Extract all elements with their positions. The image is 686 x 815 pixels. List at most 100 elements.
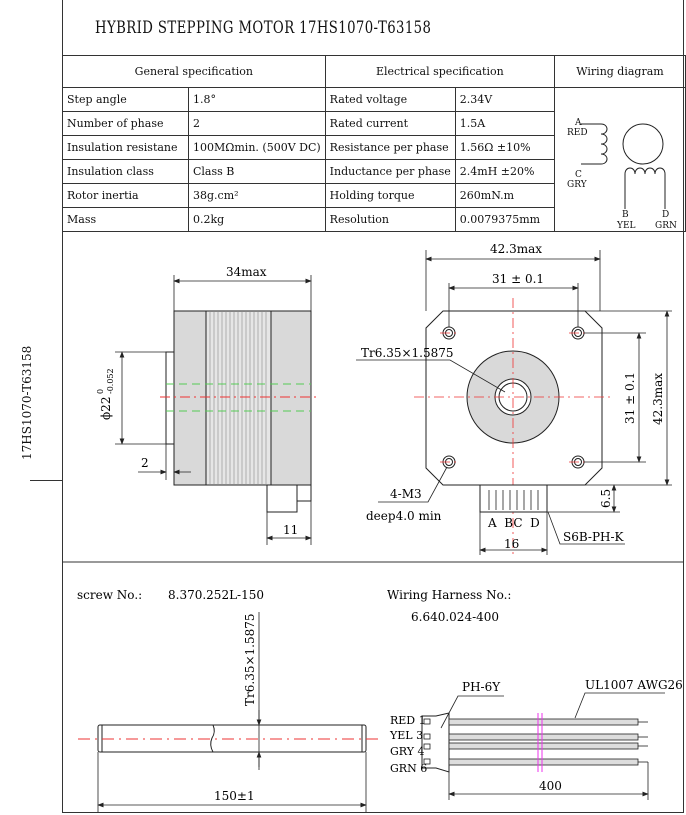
dimension-label: GRN (655, 221, 677, 231)
thread-label: Tr6.35×1.5875 (361, 346, 454, 360)
drawing-line (423, 718, 431, 725)
spec-label: Insulation class (62, 159, 189, 184)
drawing-line (296, 484, 312, 502)
general-spec-header: General specification (62, 55, 326, 88)
screw-drawing: screw No.: 8.370.252L-150 Tr6.35×1.5875 … (77, 588, 378, 812)
spec-label: Resolution (324, 207, 456, 232)
wire-label: GRN 6 (390, 762, 427, 775)
hole-spacing-v-label: 31 ± 0.1 (623, 372, 637, 424)
tolerance-upper: 0 (96, 389, 105, 394)
drawing-line (378, 466, 448, 503)
connector-dim-label: 11 (283, 523, 298, 537)
drawing-frame (62, 0, 684, 813)
motor-stator (205, 310, 272, 486)
screw-length-label: 150±1 (214, 789, 255, 803)
front-view: 42.3max 31 ± 0.1 31 ± 0.1 42.3max Tr6.35… (356, 242, 672, 555)
harness-number: 6.640.024-400 (411, 610, 499, 624)
pins-label: A BC D (487, 516, 540, 530)
spec-value: 100MΩmin. (500V DC) (188, 135, 326, 160)
drawing-line (210, 724, 215, 753)
drawing-line (448, 718, 639, 726)
dimension-label: RED (567, 128, 588, 138)
spec-label: Rotor inertia (62, 183, 189, 208)
spec-table: General specification Electrical specifi… (62, 55, 686, 232)
connector-pins (488, 490, 539, 510)
connector-type-label: S6B-PH-K (563, 530, 625, 544)
drawing-line (115, 275, 312, 545)
spec-label: Rated current (324, 111, 456, 136)
drawing-line (574, 692, 665, 719)
drawing-line (448, 733, 639, 741)
drawing-line (440, 695, 504, 729)
dimension-label: D (662, 210, 669, 220)
drawing-line: A RED C GRY B YEL D GRN (567, 118, 677, 231)
spec-label: Holding torque (324, 183, 456, 208)
drawing-line (547, 511, 625, 545)
boss-dim-label: 2 (141, 456, 149, 470)
dimension-label: YEL (616, 221, 636, 231)
wire-label: YEL 3 (389, 729, 423, 742)
drawing-line (97, 612, 367, 812)
drawing-line (448, 758, 639, 766)
drawing-title: HYBRID STEPPING MOTOR 17HS1070-T63158 (95, 18, 432, 38)
margin-tick (30, 480, 62, 481)
spec-label: Rated voltage (324, 87, 456, 112)
hole-spacing-label: 31 ± 0.1 (492, 272, 544, 286)
wires (448, 718, 639, 766)
wire-label: RED 1 (390, 714, 426, 727)
dimension-label: C (575, 170, 582, 180)
drawing-line (638, 721, 648, 763)
drawing-line (440, 692, 665, 800)
spec-label: Mass (62, 207, 189, 232)
wiring-diagram-header: Wiring diagram (554, 55, 686, 88)
diameter-dim-label: ϕ22 (99, 397, 113, 420)
spec-label: Number of phase (62, 111, 189, 136)
side-view: 34max ϕ22 0 -0.052 2 11 (96, 265, 318, 545)
side-margin: 17HS1070-T63158 (0, 0, 62, 815)
side-connector (266, 484, 298, 513)
coil-a-c-icon (581, 123, 608, 164)
harness-label: Wiring Harness No.: (387, 588, 511, 602)
stator-ribs (209, 311, 267, 485)
hole-depth-label: deep4.0 min (366, 509, 442, 523)
drawing-line (356, 359, 506, 393)
electrical-spec-header: Electrical specification (324, 55, 556, 88)
dimension-label: A (574, 118, 582, 128)
drawing-line (356, 250, 672, 555)
length-dim-label: 34max (226, 265, 267, 279)
cable-spec-label: UL1007 AWG26 (585, 678, 683, 692)
tolerance-lower: -0.052 (106, 368, 115, 394)
drawing-line: ϕ22 0 -0.052 (96, 368, 115, 420)
drawing-line (448, 742, 639, 750)
table-row: Step angle 1.8° Rated voltage 2.34V A RE… (62, 87, 686, 232)
spec-value: 0.0079375mm (454, 207, 556, 232)
drawing-line (423, 743, 431, 750)
harness-drawing: Wiring Harness No.: 6.640.024-400 PH-6Y … (387, 588, 683, 800)
dimension-label: GRY (567, 180, 588, 190)
height-dim-label: 42.3max (651, 373, 665, 425)
wire-label: GRY 4 (390, 745, 425, 758)
harness-length-label: 400 (539, 779, 562, 793)
screw-number: 8.370.252L-150 (168, 588, 264, 602)
spec-value: 2.4mH ±20% (454, 159, 556, 184)
spec-value: 1.5A (454, 111, 556, 136)
wiring-diagram: A RED C GRY B YEL D GRN (554, 87, 686, 232)
drawing-line (423, 733, 431, 740)
connector-height-label: 6.5 (599, 489, 613, 508)
spec-value: 1.8° (188, 87, 326, 112)
drawing-line (423, 718, 431, 765)
rotor-icon (622, 123, 664, 164)
drawing-line (581, 123, 666, 209)
spec-value: 0.2kg (188, 207, 326, 232)
screw-thread-label: Tr6.35×1.5875 (243, 613, 257, 706)
screw-label: screw No.: (77, 588, 142, 602)
dimension-label: B (622, 210, 629, 220)
drawing-line (423, 758, 431, 765)
holes-label: 4-M3 (390, 487, 422, 501)
connector-width-label: 16 (504, 537, 519, 551)
